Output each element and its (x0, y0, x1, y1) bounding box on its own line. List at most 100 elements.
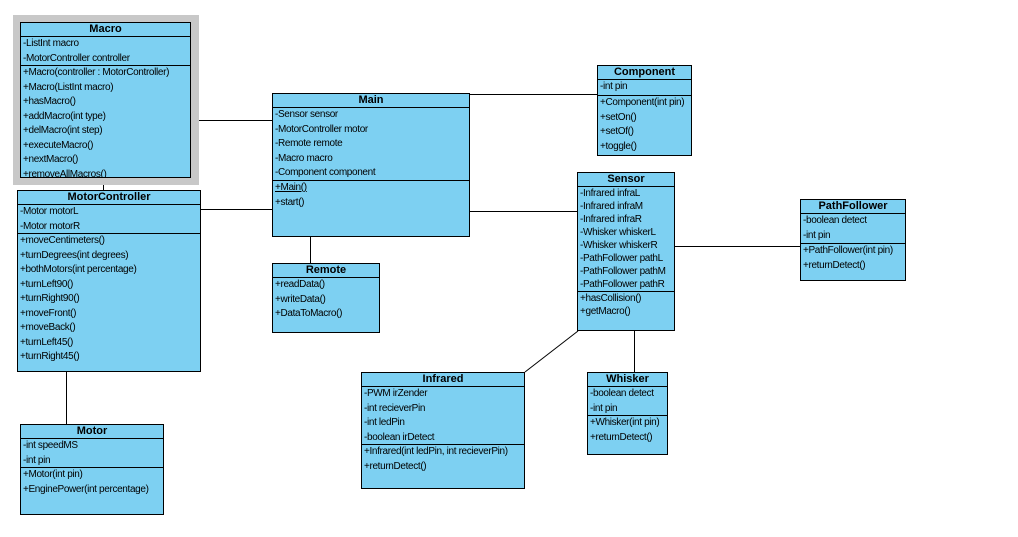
class-title-infrared: Infrared (362, 373, 524, 387)
member-row: -ListInt macro (23, 38, 79, 49)
member-row: +turnLeft45() (20, 336, 73, 348)
member-row: +Main() (275, 182, 307, 193)
class-title-motorcontroller: MotorController (18, 191, 200, 205)
member-row: -MotorController motor (275, 123, 368, 135)
member-row: -Infrared infraL (580, 188, 640, 199)
class-sensor[interactable]: Sensor -Infrared infraL-Infrared infraM-… (577, 172, 675, 331)
member-row: +turnDegrees(int degrees) (20, 249, 129, 261)
class-whisker[interactable]: Whisker -boolean detect -int pin +Whisker… (587, 372, 668, 455)
member-row: -int pin (23, 454, 51, 466)
class-title-component: Component (598, 66, 691, 80)
member-row: -int pin (600, 81, 628, 92)
member-row: -Whisker whiskerL (580, 227, 656, 238)
attributes-compartment: -int pin (598, 80, 691, 96)
class-remote[interactable]: Remote +readData() +writeData() +DataToMac… (272, 263, 380, 333)
attributes-compartment: -PWM irZender -int recieverPin -int ledPin… (362, 387, 524, 445)
member-row: -Infrared infraM (580, 201, 643, 212)
member-row: +bothMotors(int percentage) (20, 264, 137, 275)
member-row: +Infrared(int ledPin, int recieverPin) (364, 446, 508, 457)
class-motor[interactable]: Motor -int speedMS -int pin +Motor(int pi… (20, 424, 164, 515)
class-macro[interactable]: Macro -ListInt macro -MotorController con… (20, 22, 191, 178)
member-row: +getMacro() (580, 306, 631, 317)
class-title-motor: Motor (21, 425, 163, 439)
member-row: -Infrared infraR (580, 214, 642, 225)
class-title-pathfollower: PathFollower (801, 200, 905, 214)
member-row: +returnDetect() (364, 460, 427, 472)
member-row: +Component(int pin) (600, 97, 685, 108)
member-row: -int speedMS (23, 440, 78, 451)
member-row: -PathFollower pathR (580, 279, 665, 290)
connector-sensor-infrared[interactable] (524, 330, 579, 373)
member-row: -int pin (803, 229, 831, 241)
member-row: -PathFollower pathL (580, 253, 663, 264)
methods-compartment: +Main() +start() (273, 181, 469, 210)
member-row: -Sensor sensor (275, 109, 338, 120)
class-title-remote: Remote (273, 264, 379, 278)
member-row: +toggle() (600, 140, 637, 152)
attributes-compartment: -ListInt macro -MotorController controlle… (21, 37, 190, 66)
member-row: +PathFollower(int pin) (803, 245, 893, 256)
member-row: +Macro(ListInt macro) (23, 81, 114, 93)
methods-compartment: +Motor(int pin)+EnginePower(int percenta… (21, 468, 163, 497)
class-main[interactable]: Main -Sensor sensor -MotorController moto… (272, 93, 470, 237)
member-row: +setOn() (600, 111, 637, 123)
member-row: -int recieverPin (364, 402, 426, 414)
class-title-whisker: Whisker (588, 373, 667, 387)
member-row: -Whisker whiskerR (580, 240, 658, 251)
member-row: -Motor motorL (20, 206, 79, 217)
attributes-compartment: -Infrared infraL -Infrared infraM -Infrare… (578, 187, 674, 292)
member-row: +setOf() (600, 126, 634, 137)
member-row: +readData() (275, 279, 325, 290)
methods-compartment: +readData() +writeData() +DataToMacro() (273, 278, 379, 322)
member-row: -boolean detect (590, 388, 654, 399)
class-infrared[interactable]: Infrared -PWM irZender -int recieverPin -i… (361, 372, 525, 489)
attributes-compartment: -boolean detect -int pin (801, 214, 905, 244)
attributes-compartment: -Sensor sensor -MotorController motor -Rem… (273, 108, 469, 181)
class-title-main: Main (273, 94, 469, 108)
member-row: -PWM irZender (364, 388, 428, 399)
methods-compartment: +hasCollision() +getMacro() (578, 292, 674, 318)
methods-compartment: +Component(int pin) +setOn() +setOf() +togg… (598, 96, 691, 154)
member-row: -int pin (590, 402, 618, 414)
methods-compartment: +moveCentimeters() +turnDegrees(int degre… (18, 234, 200, 365)
member-row: -PathFollower pathM (580, 266, 666, 277)
member-row: +Whisker(int pin) (590, 417, 660, 428)
member-row: -boolean detect (803, 215, 867, 226)
member-row: -int ledPin (364, 417, 405, 428)
member-row: +returnDetect() (590, 431, 653, 443)
member-row: +returnDetect() (803, 259, 866, 271)
member-row: +moveBack() (20, 322, 76, 333)
member-row: +DataToMacro() (275, 308, 343, 319)
member-row: -boolean irDetect (364, 431, 435, 443)
class-title-sensor: Sensor (578, 173, 674, 187)
class-component[interactable]: Component -int pin +Component(int pin) +s… (597, 65, 692, 156)
attributes-compartment: -Motor motorL -Motor motorR (18, 205, 200, 234)
member-row: -Component component (275, 167, 376, 178)
member-row: +moveCentimeters() (20, 235, 105, 246)
member-row: -Motor motorR (20, 220, 80, 232)
member-row: +nextMacro() (23, 154, 78, 165)
class-title-macro: Macro (21, 23, 190, 37)
methods-compartment: +Whisker(int pin) +returnDetect() (588, 416, 667, 445)
member-row: +hasCollision() (580, 293, 642, 304)
class-pathfollower[interactable]: PathFollower -boolean detect -int pin +Pa… (800, 199, 906, 281)
methods-compartment: +PathFollower(int pin) +returnDetect() (801, 244, 905, 273)
member-row: +removeAllMacros() (23, 168, 107, 178)
class-motorcontroller[interactable]: MotorController -Motor motorL-Motor moto… (17, 190, 201, 372)
member-row: +moveFront() (20, 307, 77, 319)
member-row: +turnRight90() (20, 293, 80, 304)
member-row: -Remote remote (275, 138, 343, 149)
member-row: -MotorController controller (23, 52, 130, 64)
methods-compartment: +Macro(controller : MotorController) +Mac… (21, 66, 190, 178)
methods-compartment: +Infrared(int ledPin, int recieverPin) +r… (362, 445, 524, 474)
member-row: +start() (275, 196, 305, 208)
attributes-compartment: -int speedMS -int pin (21, 439, 163, 468)
member-row: +turnLeft90() (20, 278, 73, 290)
member-row: -Macro macro (275, 152, 333, 164)
member-row: +Macro(controller : MotorController) (23, 67, 170, 78)
member-row: +hasMacro() (23, 96, 76, 107)
member-row: +turnRight45() (20, 351, 80, 362)
member-row: +writeData() (275, 293, 326, 305)
